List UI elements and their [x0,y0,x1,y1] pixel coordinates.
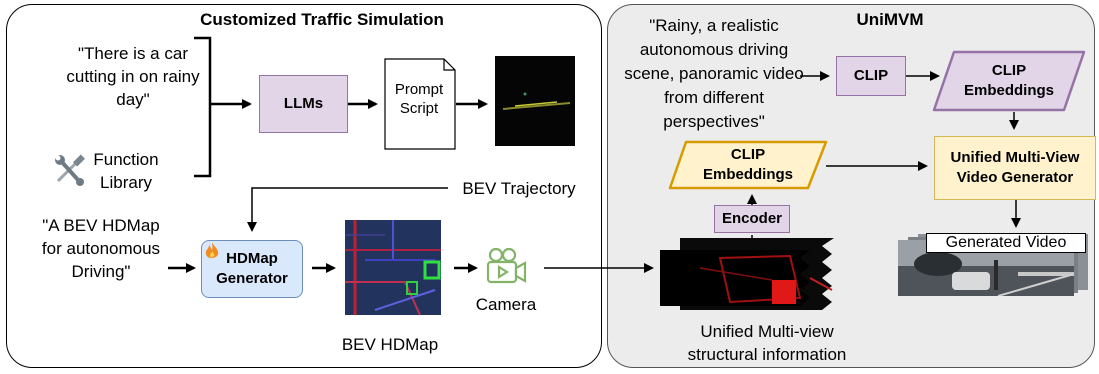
left-panel-title: Customized Traffic Simulation [200,10,444,29]
structural-info-image [660,238,852,310]
bev-hdmap-image [345,220,441,315]
bev-trajectory-label: BEV Trajectory [462,179,576,198]
fire-icon [204,241,220,261]
clip-embeddings-top-label: CLIP Embeddings [963,62,1054,99]
video-camera-icon [485,246,527,286]
llms-box: LLMs [259,75,348,133]
wrench-screwdriver-icon [50,150,90,190]
clip-box: CLIP [836,56,906,96]
right-panel-title: UniMVM [856,10,924,29]
video-generator-label: Unified Multi-View Video Generator [950,149,1080,186]
unimvm-text-prompt: "Rainy, a realistic autonomous driving s… [624,16,804,131]
bev-hdmap-label: BEV HDMap [341,335,439,354]
video-generator-box: Unified Multi-View Video Generator [934,136,1096,200]
hdmap-generator-label: HDMap Generator [216,250,288,287]
hdmap-generator-box: HDMap Generator [201,240,303,298]
function-library-label: Function Library [93,150,159,192]
hdmap-prompt-quote: "A BEV HDMap for autonomous Driving" [41,216,161,281]
camera-label: Camera [475,295,537,314]
encoder-box: Encoder [714,205,790,233]
prompt-script-document [384,58,456,150]
clip-embeddings-top-shape [932,50,1086,112]
prompt-script-label: Prompt Script [394,81,444,117]
structural-info-label: Unified Multi-view structural informatio… [687,322,847,364]
clip-embeddings-left-shape [668,140,828,190]
traffic-prompt-quote: "There is a car cutting in on rainy day" [66,44,200,109]
simulation-render-image [495,56,575,146]
clip-embeddings-left-label: CLIP Embeddings [702,146,793,183]
generated-video-label: Generated Video [926,233,1086,253]
